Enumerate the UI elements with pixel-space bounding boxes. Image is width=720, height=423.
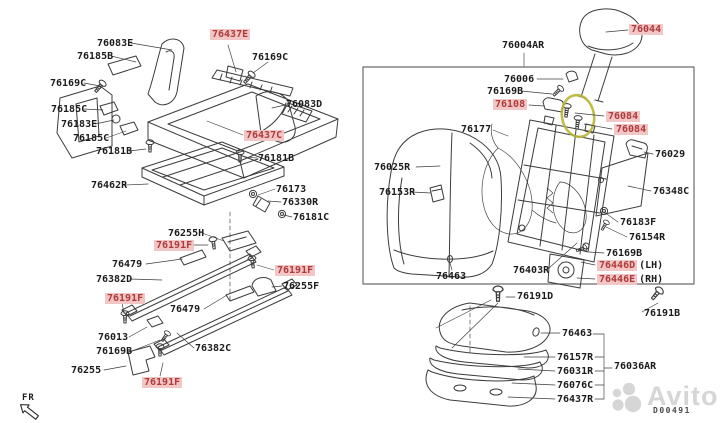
part-label-76084-highlighted: 76084 — [614, 124, 649, 135]
part-label-76330r: 76330R — [282, 197, 319, 208]
part-label-76479: 76479 — [170, 304, 201, 315]
part-label-76031r: 76031R — [557, 366, 594, 377]
part-label-76255: 76255 — [71, 365, 102, 376]
part-label-76462r: 76462R — [91, 180, 128, 191]
part-label-76029: 76029 — [655, 149, 686, 160]
fr-arrow-icon — [19, 404, 39, 420]
part-label-76173: 76173 — [276, 184, 307, 195]
part-label-76183e: 76183E — [61, 119, 98, 130]
part-label-76191d: 76191D — [517, 291, 554, 302]
part-label-76076c: 76076C — [557, 380, 594, 391]
headrest-drawing — [577, 8, 643, 103]
part-label-76463: 76463 — [562, 328, 593, 339]
part-label-76446e-highlighted: 76446E(RH) — [597, 274, 664, 285]
fr-label: FR — [22, 393, 35, 403]
part-label-76437e-highlighted: 76437E — [210, 29, 251, 40]
figure-code: D00491 — [653, 406, 691, 415]
part-label-76191f-highlighted: 76191F — [154, 240, 195, 251]
part-label-76255h: 76255H — [168, 228, 205, 239]
part-label-76183f: 76183F — [620, 217, 657, 228]
part-label-76084-highlighted: 76084 — [606, 111, 641, 122]
part-label-suffix: (RH) — [639, 274, 664, 285]
assembly-boundary-box — [362, 66, 695, 285]
part-label-76181c: 76181C — [293, 212, 330, 223]
part-label-76479: 76479 — [112, 259, 143, 270]
cushion-stack-drawing — [425, 284, 666, 407]
part-label-76437r: 76437R — [557, 394, 594, 405]
part-label-suffix: (LH) — [639, 260, 664, 271]
part-label-76446d-highlighted: 76446D(LH) — [597, 260, 664, 271]
part-label-76382d: 76382D — [96, 274, 133, 285]
part-label-76044-highlighted: 76044 — [629, 24, 664, 35]
slide-rails-drawing — [121, 211, 298, 376]
part-label-76025r: 76025R — [374, 162, 411, 173]
part-label-76169c: 76169C — [252, 52, 289, 63]
part-label-76153r: 76153R — [379, 187, 416, 198]
part-label-76108-highlighted: 76108 — [493, 99, 528, 110]
seat-frame-drawing — [141, 141, 285, 213]
part-label-76463: 76463 — [436, 271, 467, 282]
part-label-76006: 76006 — [504, 74, 535, 85]
seatback-drawing — [386, 70, 649, 289]
part-label-76083e: 76083E — [97, 38, 134, 49]
avito-logo-icon — [612, 382, 642, 413]
part-label-76403r: 76403R — [513, 265, 550, 276]
leader-lines — [83, 29, 659, 400]
part-label-76185c: 76185C — [51, 104, 88, 115]
part-label-76169b: 76169B — [96, 346, 133, 357]
part-label-76382c: 76382C — [195, 343, 232, 354]
fr-direction-marker: FR — [16, 393, 46, 423]
part-label-76191f-highlighted: 76191F — [105, 293, 146, 304]
part-label-76185b: 76185B — [77, 51, 114, 62]
part-label-76036ar: 76036AR — [614, 361, 657, 372]
part-label-76004ar: 76004AR — [502, 40, 545, 51]
part-label-76169b: 76169B — [487, 86, 524, 97]
part-label-76181b: 76181B — [258, 153, 295, 164]
part-label-76191b: 76191B — [644, 308, 681, 319]
part-label-76255f: 76255F — [283, 281, 320, 292]
part-label-76437c-highlighted: 76437C — [244, 130, 285, 141]
part-label-76191f-highlighted: 76191F — [142, 377, 183, 388]
part-label-76013: 76013 — [98, 332, 129, 343]
part-label-76154r: 76154R — [629, 232, 666, 243]
part-label-76177: 76177 — [461, 124, 492, 135]
part-label-76169c: 76169C — [50, 78, 87, 89]
part-label-76157r: 76157R — [557, 352, 594, 363]
part-label-76169b: 76169B — [606, 248, 643, 259]
part-label-76348c: 76348C — [653, 186, 690, 197]
watermark-text: Avito — [647, 381, 719, 411]
part-label-76083d: 76083D — [286, 99, 323, 110]
watermark: Avito — [608, 380, 719, 414]
part-label-76181b: 76181B — [96, 146, 133, 157]
highlight-circle — [560, 93, 596, 139]
part-label-76191f-highlighted: 76191F — [275, 265, 316, 276]
part-label-76185c: 76185C — [73, 133, 110, 144]
